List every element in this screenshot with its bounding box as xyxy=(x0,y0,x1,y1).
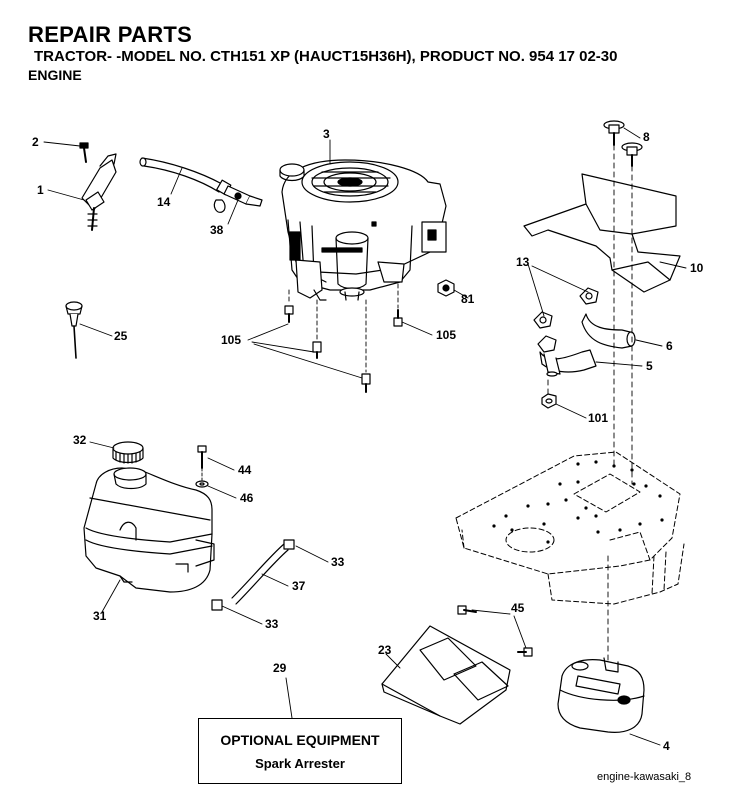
leader-lines xyxy=(43,127,687,746)
callout-5: 5 xyxy=(646,359,653,373)
callout-25: 25 xyxy=(114,329,128,343)
optional-equipment-item: Spark Arrester xyxy=(255,756,345,771)
fuel-cap-part xyxy=(112,441,144,464)
engine-part xyxy=(279,159,447,301)
diagram-code: engine-kawasaki_8 xyxy=(597,771,692,783)
callout-33-top: 33 xyxy=(331,555,345,569)
tractor-frame-outline xyxy=(455,451,685,605)
callout-23: 23 xyxy=(378,643,392,657)
heat-shield-part xyxy=(523,173,681,293)
nut-81-part xyxy=(437,279,455,297)
callout-45: 45 xyxy=(511,601,525,615)
callout-10: 10 xyxy=(690,261,704,275)
page-title: REPAIR PARTS xyxy=(28,22,193,47)
shield-plate-part xyxy=(381,605,533,725)
callout-46: 46 xyxy=(240,491,254,505)
throttle-bracket-part xyxy=(79,142,117,231)
nut-101-part xyxy=(541,393,557,409)
callout-105-left: 105 xyxy=(221,333,241,347)
bolt-8-part xyxy=(603,120,643,167)
callout-38: 38 xyxy=(210,223,224,237)
callout-101: 101 xyxy=(588,411,608,425)
callout-14: 14 xyxy=(157,195,171,209)
screw-44-part xyxy=(195,445,209,488)
bolt-105-part xyxy=(284,283,403,393)
frame-holes xyxy=(492,460,664,544)
callout-31: 31 xyxy=(93,609,107,623)
callout-105-right: 105 xyxy=(436,328,456,342)
callout-33-bottom: 33 xyxy=(265,617,279,631)
callout-6: 6 xyxy=(666,339,673,353)
optional-equipment-title: OPTIONAL EQUIPMENT xyxy=(220,732,380,748)
muffler-part xyxy=(557,657,645,733)
callout-44: 44 xyxy=(238,463,252,477)
fuel-line-part xyxy=(211,539,295,611)
exhaust-pipe-part xyxy=(533,287,636,377)
callout-2: 2 xyxy=(32,135,39,149)
callout-labels: 2 1 3 14 38 81 8 10 13 6 5 101 105 105 2… xyxy=(32,127,704,753)
dipstick-part xyxy=(65,301,83,359)
callout-37: 37 xyxy=(292,579,306,593)
page-header: REPAIR PARTS TRACTOR- -MODEL NO. CTH151 … xyxy=(28,22,617,84)
callout-3: 3 xyxy=(323,127,330,141)
callout-81: 81 xyxy=(461,292,475,306)
callout-29: 29 xyxy=(273,661,287,675)
fuel-hose-part xyxy=(139,157,232,196)
callout-4: 4 xyxy=(663,739,670,753)
callout-8: 8 xyxy=(643,130,650,144)
section-name: ENGINE xyxy=(28,67,82,83)
callout-1: 1 xyxy=(37,183,44,197)
callout-32: 32 xyxy=(73,433,87,447)
fuel-fitting-part xyxy=(213,185,263,213)
model-subtitle: TRACTOR- -MODEL NO. CTH151 XP (HAUCT15H3… xyxy=(34,48,618,65)
optional-equipment-box: OPTIONAL EQUIPMENT Spark Arrester xyxy=(198,718,402,784)
fuel-tank-part xyxy=(83,467,215,593)
callout-13: 13 xyxy=(516,255,530,269)
